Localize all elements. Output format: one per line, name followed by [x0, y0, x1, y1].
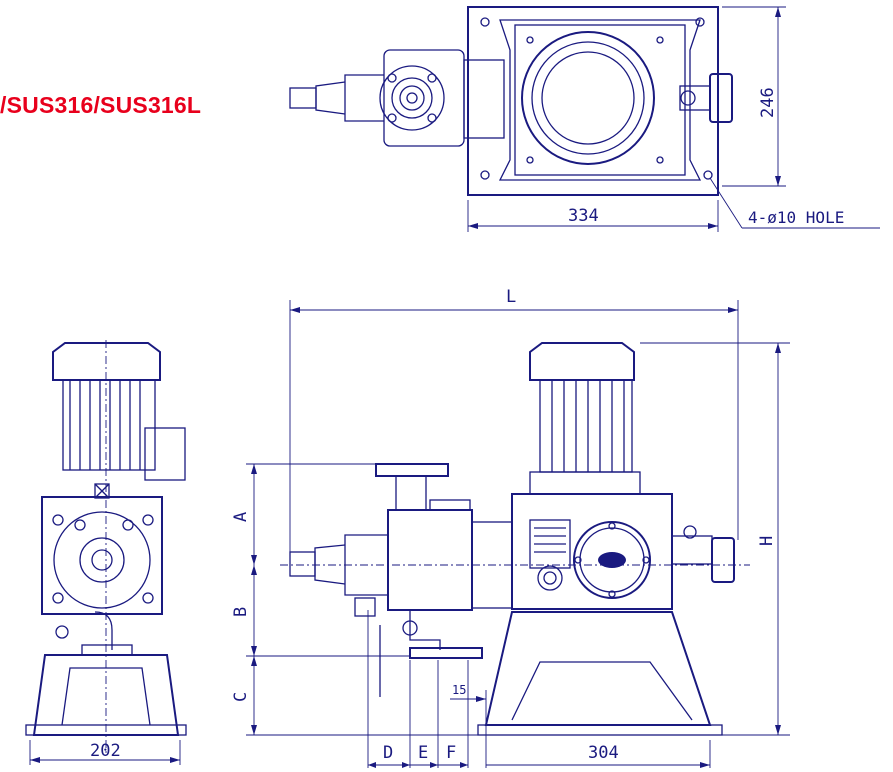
front-discharge-flange	[375, 463, 449, 477]
front-view: L H A B C D E F	[231, 287, 790, 768]
material-label: /SUS316/SUS316L	[0, 92, 202, 118]
dim-a: A	[231, 512, 251, 522]
side-motor-body	[62, 379, 156, 471]
dim-c: C	[231, 692, 251, 702]
front-nameplate	[529, 519, 571, 569]
front-stroke-knob	[711, 537, 735, 583]
side-view: 202	[25, 340, 187, 765]
front-motor-cap	[529, 342, 635, 381]
front-gear-cover	[573, 521, 651, 599]
front-pump-head	[387, 509, 473, 611]
top-width-dim: 334	[568, 206, 599, 226]
top-hole-note: 4-ø10 HOLE	[748, 208, 844, 227]
top-view: 334 246 4-ø10 HOLE	[289, 6, 880, 232]
top-base-plate	[467, 6, 719, 196]
dim-b: B	[231, 607, 251, 617]
front-motor-body	[539, 379, 633, 473]
side-motor-cap	[52, 342, 161, 381]
front-suction-pipe	[409, 610, 441, 650]
dim-base-offset: 15	[452, 683, 466, 697]
dim-d: D	[383, 743, 393, 763]
front-sight-glass	[537, 565, 563, 591]
front-stand	[484, 611, 712, 726]
top-motor-flange	[521, 31, 655, 165]
dim-base-width: 304	[588, 743, 619, 763]
front-logo-badge	[598, 552, 626, 568]
top-depth-dim: 246	[758, 87, 778, 118]
dim-e: E	[418, 743, 428, 763]
top-stroke-knob	[709, 73, 733, 123]
front-suction-flange	[409, 647, 483, 659]
dim-f: F	[446, 743, 456, 763]
top-mount-holes	[480, 17, 713, 180]
side-terminal-box	[144, 427, 186, 481]
top-gearbox	[498, 19, 702, 181]
side-pump-head	[41, 496, 163, 615]
dim-overall-length: L	[506, 287, 516, 307]
dim-overall-height: H	[757, 536, 777, 546]
front-discharge-pipe	[395, 475, 427, 511]
side-base-width: 202	[90, 741, 121, 761]
